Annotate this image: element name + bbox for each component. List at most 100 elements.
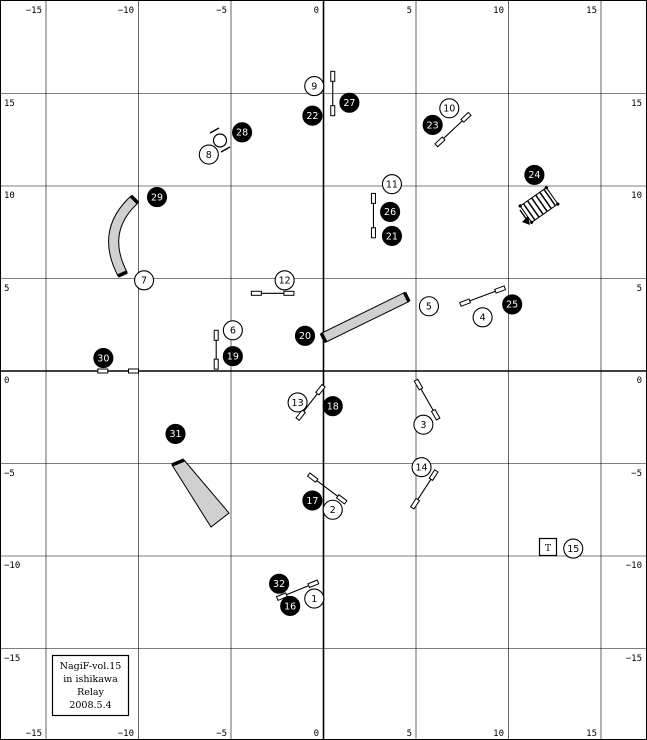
marker-8: 8: [198, 144, 219, 165]
marker-number: 26: [384, 207, 396, 218]
jump-4: [459, 285, 507, 307]
jump-1: [275, 579, 320, 602]
jump-10: [434, 111, 472, 148]
jump-30: [97, 368, 139, 374]
marker-disc-filled: [302, 490, 323, 511]
tick-right-10: 10: [631, 191, 642, 201]
tick-right-0: 0: [637, 376, 642, 386]
tick-top-minus5: −5: [216, 6, 227, 16]
weave-bar-1: [522, 203, 536, 221]
info-line-2: in ishikawa: [63, 674, 118, 685]
marker-number: 29: [151, 192, 163, 203]
marker-disc-filled: [165, 423, 186, 444]
tick-labels: −15 −10 −5 0 5 10 15 −15 −10 −5 0 5 10 1…: [4, 6, 642, 739]
marker-number: 1: [311, 594, 317, 605]
jump-wing: [409, 497, 421, 510]
marker-21: 21: [381, 225, 403, 246]
jump-wing: [315, 383, 326, 396]
info-line-1: NagiF-vol.15: [60, 661, 122, 672]
tick-left-minus15: −15: [4, 654, 20, 664]
marker-number: 18: [327, 401, 339, 412]
marker-9: 9: [304, 76, 325, 97]
weave-pole-3: [530, 220, 534, 224]
tick-top-minus10: −10: [118, 6, 134, 16]
marker-disc-open: [134, 270, 155, 291]
jump-wing: [295, 409, 307, 422]
marker-24: 24: [524, 164, 545, 185]
tick-right-minus15: −15: [626, 654, 642, 664]
weave-bar-2: [526, 200, 540, 218]
marker-number: 32: [273, 579, 285, 590]
jump-wing: [428, 469, 439, 482]
jump-wing: [370, 227, 376, 239]
marker-number: 16: [284, 601, 296, 612]
marker-disc-open: [304, 76, 325, 97]
marker-disc-filled: [339, 92, 360, 113]
jump-wing: [330, 105, 336, 117]
marker-10: 10: [439, 98, 460, 119]
tick-top-0: 0: [314, 6, 319, 16]
jump-9: [330, 70, 336, 117]
marker-disc-open: [411, 457, 432, 478]
chute-entry: [171, 458, 185, 467]
marker-disc-open: [304, 588, 325, 609]
tire-obstacle: [209, 127, 231, 153]
marker-19: 19: [222, 346, 243, 367]
weave-bar-5: [539, 191, 552, 210]
marker-number: 8: [206, 150, 212, 161]
marker-disc-filled: [302, 105, 323, 126]
marker-4: 4: [472, 307, 493, 328]
tick-top-15: 15: [586, 6, 597, 16]
marker-30: 30: [93, 347, 114, 369]
tick-left-15: 15: [4, 99, 15, 109]
marker-disc-open: [222, 320, 243, 341]
tire-frame-bottom: [220, 146, 231, 153]
tick-left-minus5: −5: [4, 469, 15, 479]
tick-top-minus15: −15: [26, 6, 42, 16]
marker-disc-filled: [422, 114, 443, 135]
marker-23: 23: [422, 114, 443, 135]
marker-disc-filled: [280, 595, 301, 617]
marker-disc-filled: [502, 294, 523, 315]
obstacle-number-markers: 1234567891011121314151617181920212223242…: [93, 76, 584, 617]
marker-number: 17: [306, 496, 318, 507]
tick-right-5: 5: [637, 284, 642, 294]
marker-disc-open: [274, 270, 295, 291]
weave-arrow-head: [522, 216, 530, 225]
table-box: [538, 537, 558, 557]
marker-disc-filled: [222, 346, 243, 367]
marker-number: 31: [169, 429, 181, 440]
jump-wing: [413, 378, 424, 391]
marker-disc-open: [381, 174, 403, 195]
tunnel-5: [319, 291, 411, 343]
marker-number: 9: [311, 81, 317, 92]
marker-number: 11: [386, 179, 398, 190]
table-obstacle: T: [538, 537, 558, 557]
tick-top-5: 5: [407, 6, 412, 16]
marker-26: 26: [380, 201, 401, 222]
marker-disc-open: [439, 98, 460, 119]
marker-6: 6: [222, 320, 243, 341]
marker-disc-filled: [93, 347, 114, 369]
jump-wing: [97, 368, 109, 374]
jump-2: [306, 472, 348, 505]
tick-bottom-minus5: −5: [216, 729, 227, 739]
jump-wing: [460, 111, 472, 123]
marker-17: 17: [302, 490, 323, 511]
marker-32: 32: [269, 573, 290, 594]
tunnels-layer: [319, 291, 411, 343]
marker-disc-open: [322, 499, 343, 520]
marker-2: 2: [322, 499, 343, 520]
jump-wing: [335, 494, 348, 505]
tire-frame-top: [209, 127, 220, 134]
jumps-layer: [97, 70, 507, 602]
weave-arrow-icon: [519, 209, 530, 225]
tick-bottom-5: 5: [407, 729, 412, 739]
marker-number: 19: [227, 352, 239, 363]
curved-tunnel-end-bottom: [117, 270, 128, 278]
marker-13: 13: [287, 392, 308, 413]
info-box-frame: [51, 654, 130, 717]
marker-disc-filled: [381, 225, 403, 246]
jump-12: [250, 290, 295, 296]
